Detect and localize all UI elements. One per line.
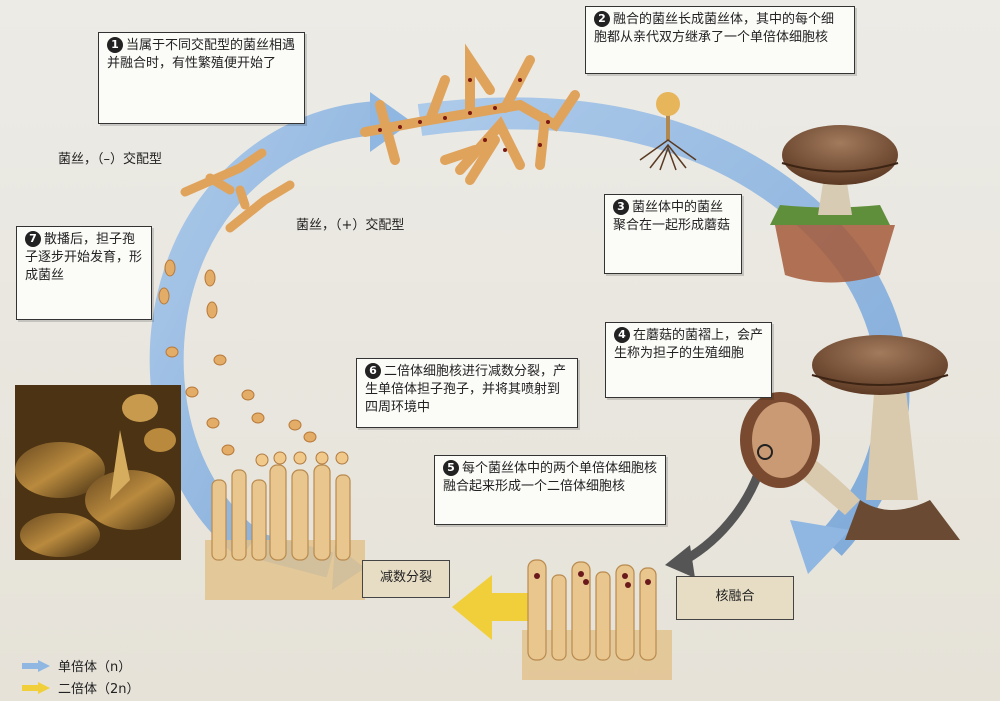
mushroom-icon [811, 335, 960, 540]
basidia-meiosis-cluster [205, 451, 365, 600]
callout-text: 每个菌丝体中的两个单倍体细胞核融合起来形成一个二倍体细胞核 [443, 461, 658, 494]
minus-mating-hypha [180, 148, 267, 197]
step-number-badge: 6 [365, 363, 381, 379]
callout-text: 在蘑菇的菌褶上，会产生称为担子的生殖细胞 [614, 328, 764, 361]
spore-micrograph [15, 385, 181, 560]
step-number-badge: 5 [443, 460, 459, 476]
step-number-badge: 4 [614, 327, 630, 343]
mushroom-primordium [639, 92, 697, 171]
scattered-spores [158, 259, 317, 456]
step-number-badge: 2 [594, 11, 610, 27]
legend-diploid-text: 二倍体（2n） [58, 682, 140, 697]
callout-text: 菌丝体中的菌丝聚合在一起形成蘑菇 [613, 200, 731, 233]
step-number-badge: 3 [613, 199, 629, 215]
plus-mating-hypha [225, 180, 295, 233]
step-number-badge: 7 [25, 231, 41, 247]
karyogamy-box: 核融合 [676, 576, 794, 620]
legend-diploid: 二倍体（2n） [22, 678, 140, 697]
diploid-arrow-icon [22, 682, 50, 694]
plus-mating-label: 菌丝，（+）交配型 [296, 218, 405, 233]
legend-haploid: 单倍体（n） [22, 656, 131, 675]
callout-text: 当属于不同交配型的菌丝相遇并融合时，有性繁殖便开始了 [107, 38, 296, 71]
mushroom-icon [770, 125, 899, 283]
hyphae-network [360, 43, 580, 185]
callout-text: 融合的菌丝长成菌丝体，其中的每个细胞都从亲代双方继承了一个单倍体细胞核 [594, 12, 835, 45]
meiosis-box: 减数分裂 [362, 560, 450, 598]
step-number-badge: 1 [107, 37, 123, 53]
legend-haploid-text: 单倍体（n） [58, 660, 132, 675]
minus-mating-label: 菌丝，（–）交配型 [58, 152, 163, 167]
mushroom-gills [740, 392, 860, 515]
basidia-karyogamy-cluster [522, 559, 672, 680]
callout-text: 散播后，担子孢子逐步开始发育，形成菌丝 [25, 232, 143, 283]
haploid-arrow-icon [22, 660, 50, 672]
callout-text: 二倍体细胞核进行减数分裂，产生单倍体担子孢子，并将其喷射到四周环境中 [365, 364, 567, 415]
